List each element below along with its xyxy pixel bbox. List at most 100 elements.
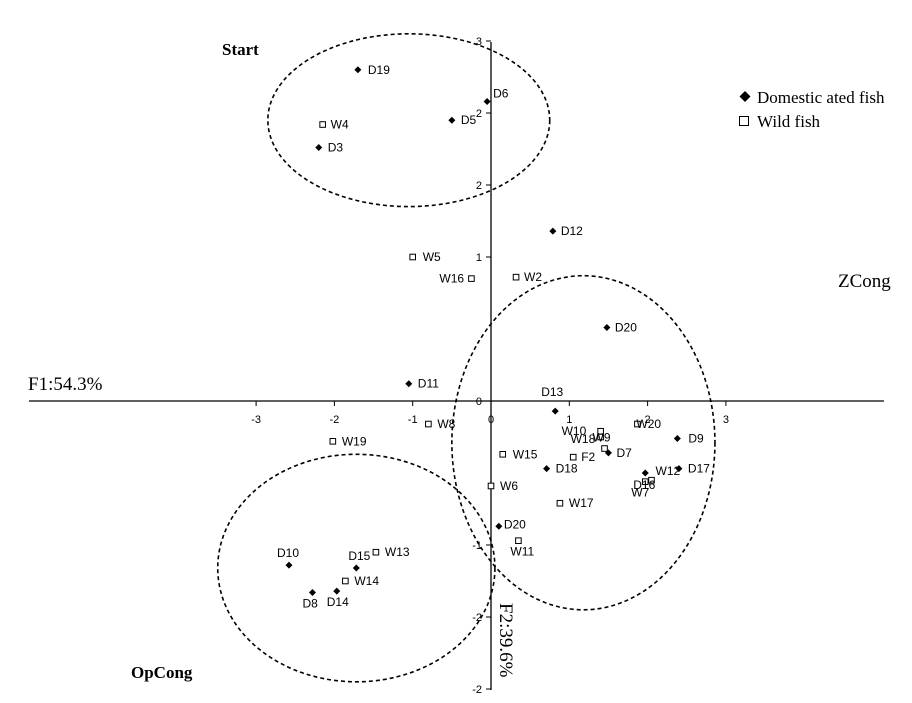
point-w15 <box>499 450 507 458</box>
y-tick-label: -2 <box>472 684 482 696</box>
point-label-w7: W7 <box>631 486 649 500</box>
point-label-d19: D19 <box>368 63 390 77</box>
point-d3 <box>315 144 323 152</box>
point-label-w13: W13 <box>385 545 410 559</box>
y-tick-label: 0 <box>476 396 482 408</box>
x-tick-label: 1 <box>566 414 572 426</box>
point-d17 <box>675 465 683 473</box>
point-label-w12: W12 <box>656 464 681 478</box>
group-ellipse-start <box>267 32 551 208</box>
legend-label-domestic: Domestic ated fish <box>757 88 885 107</box>
point-label-w8: W8 <box>437 417 455 431</box>
point-label-w4: W4 <box>331 118 349 132</box>
x-axis-label: F1:54.3% <box>28 374 103 395</box>
point-w4 <box>319 121 326 128</box>
point-w5 <box>409 253 416 261</box>
point-w16 <box>468 275 475 282</box>
legend-marker-wild <box>739 116 749 126</box>
point-label-w9: W9 <box>593 431 611 445</box>
point-labels: D19D6D5D3D12D20D11D13D9D7D18D16D17D20D10… <box>277 63 710 611</box>
group-ellipse-opcong <box>216 453 496 683</box>
x-tick-label: 3 <box>723 414 729 426</box>
point-w2 <box>512 273 520 281</box>
point-label-f2: F2 <box>581 450 595 464</box>
x-tick-label: -1 <box>408 414 418 426</box>
group-label-start: Start <box>222 40 259 59</box>
point-label-d15: D15 <box>348 549 370 563</box>
point-w11 <box>515 537 522 544</box>
point-label-d3: D3 <box>328 141 344 155</box>
point-label-w17: W17 <box>569 496 594 510</box>
point-d5 <box>448 116 456 124</box>
legend: Domestic ated fish Wild fish <box>739 88 885 131</box>
point-label-d16: D16 <box>633 478 655 492</box>
group-ellipse-zcong <box>451 274 716 611</box>
point-label-w19: W19 <box>342 434 367 448</box>
point-d13 <box>551 407 559 415</box>
point-w19 <box>329 438 337 445</box>
legend-marker-domestic <box>739 91 751 102</box>
point-label-w20: W20 <box>636 417 661 431</box>
point-d10 <box>285 561 293 569</box>
point-w6 <box>487 482 495 490</box>
point-d16 <box>641 469 649 477</box>
y-tick-label: 1 <box>476 252 482 264</box>
point-label-d7: D7 <box>616 446 632 460</box>
point-f2 <box>569 453 577 461</box>
group-label-zcong: ZCong <box>838 271 891 292</box>
point-label-w11: W11 <box>510 545 534 559</box>
point-label-w5: W5 <box>423 250 441 264</box>
x-tick-label: 0 <box>488 414 494 426</box>
point-label-d18: D18 <box>556 462 578 476</box>
point-d20 <box>495 522 503 530</box>
x-tick-label: -3 <box>251 414 261 426</box>
y-tick-label: 2 <box>476 108 482 120</box>
point-w9 <box>601 445 608 452</box>
point-d9 <box>673 434 681 442</box>
point-label-w6: W6 <box>500 479 518 493</box>
point-w12 <box>648 476 655 484</box>
point-w18 <box>597 433 604 441</box>
group-label-opcong: OpCong <box>131 663 193 682</box>
point-label-d9: D9 <box>688 431 704 445</box>
y-tick-label: 3 <box>476 36 482 48</box>
point-w14 <box>342 577 349 585</box>
axes <box>29 42 884 690</box>
point-d14 <box>333 587 341 595</box>
point-label-w18: W18 <box>571 432 596 446</box>
point-d20 <box>603 324 611 332</box>
y-tick-label: -2 <box>472 612 482 624</box>
point-label-d20: D20 <box>615 321 637 335</box>
point-d11 <box>405 380 413 388</box>
point-label-d6: D6 <box>493 86 509 100</box>
point-label-d11: D11 <box>418 377 439 391</box>
point-w17 <box>556 499 564 507</box>
y-tick-label: 2 <box>476 180 482 192</box>
x-tick-label: 2 <box>645 414 651 426</box>
point-label-d12: D12 <box>561 224 583 238</box>
point-w13 <box>372 548 380 556</box>
point-label-d17: D17 <box>688 462 710 476</box>
point-w7 <box>641 478 649 485</box>
point-label-d5: D5 <box>461 113 477 127</box>
y-axis-label: F2:39.6% <box>495 603 516 678</box>
y-tick-label: -1 <box>472 540 482 552</box>
group-ellipses <box>216 32 716 683</box>
point-label-d20: D20 <box>504 517 526 531</box>
point-d19 <box>354 66 362 74</box>
point-label-w2: W2 <box>524 270 542 284</box>
point-label-d10: D10 <box>277 546 299 560</box>
point-d15 <box>352 564 360 572</box>
point-label-d14: D14 <box>327 595 349 609</box>
point-d12 <box>549 227 557 235</box>
point-label-w16: W16 <box>439 272 464 286</box>
point-w20 <box>634 420 641 428</box>
point-d6 <box>483 97 491 105</box>
point-label-d8: D8 <box>302 597 318 611</box>
point-w8 <box>425 420 432 428</box>
y-ticks: -2 -2 -1 0 1 2 2 3 <box>472 36 491 696</box>
point-label-w10: W10 <box>562 424 587 438</box>
